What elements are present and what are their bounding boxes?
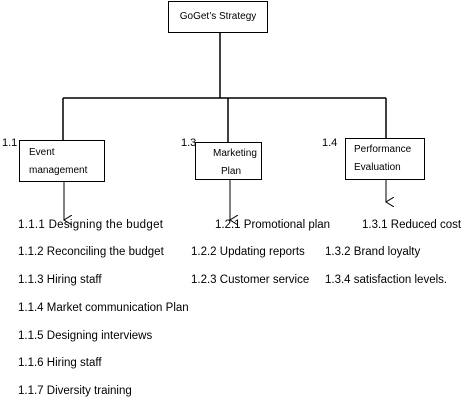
root-node-label: GoGet’s Strategy — [179, 11, 257, 22]
node-marketing-plan-line-2: Plan — [221, 165, 242, 177]
branch-number-event-management: 1.1 — [2, 137, 18, 149]
node-performance-evaluation-line-2: Evaluation — [354, 161, 401, 173]
node-event-management: Event management — [19, 140, 105, 182]
performance-item-1: 1.3.1 Reduced cost — [362, 219, 462, 231]
event-item-4: 1.1.4 Market communication Plan — [18, 302, 189, 314]
event-item-6: 1.1.6 Hiring staff — [18, 357, 102, 369]
event-item-1: 1.1.1 Designing the budget — [18, 219, 164, 231]
performance-item-3: 1.3.4 satisfaction levels. — [325, 274, 448, 286]
event-item-2: 1.1.2 Reconciling the budget — [18, 246, 164, 258]
node-performance-evaluation-line-1: Performance — [354, 144, 412, 155]
event-item-3: 1.1.3 Hiring staff — [18, 274, 102, 286]
node-event-management-line-2: management — [29, 164, 88, 176]
marketing-item-2: 1.2.2 Updating reports — [191, 246, 305, 258]
marketing-item-1: 1.2.1 Promotional plan — [215, 219, 331, 231]
root-node: GoGet’s Strategy — [168, 1, 268, 33]
node-marketing-plan: Marketing Plan — [195, 142, 262, 180]
node-marketing-plan-line-1: Marketing — [213, 148, 257, 159]
node-event-management-line-1: Event — [29, 147, 55, 158]
branch-number-marketing-plan: 1.3 — [181, 137, 197, 149]
marketing-item-3: 1.2.3 Customer service — [191, 274, 310, 286]
performance-item-2: 1.3.2 Brand loyalty — [325, 246, 421, 258]
event-item-5: 1.1.5 Designing interviews — [18, 330, 153, 342]
event-item-7: 1.1.7 Diversity training — [18, 385, 132, 397]
branch-number-performance-evaluation: 1.4 — [322, 137, 338, 149]
node-performance-evaluation: Performance Evaluation — [345, 138, 425, 180]
